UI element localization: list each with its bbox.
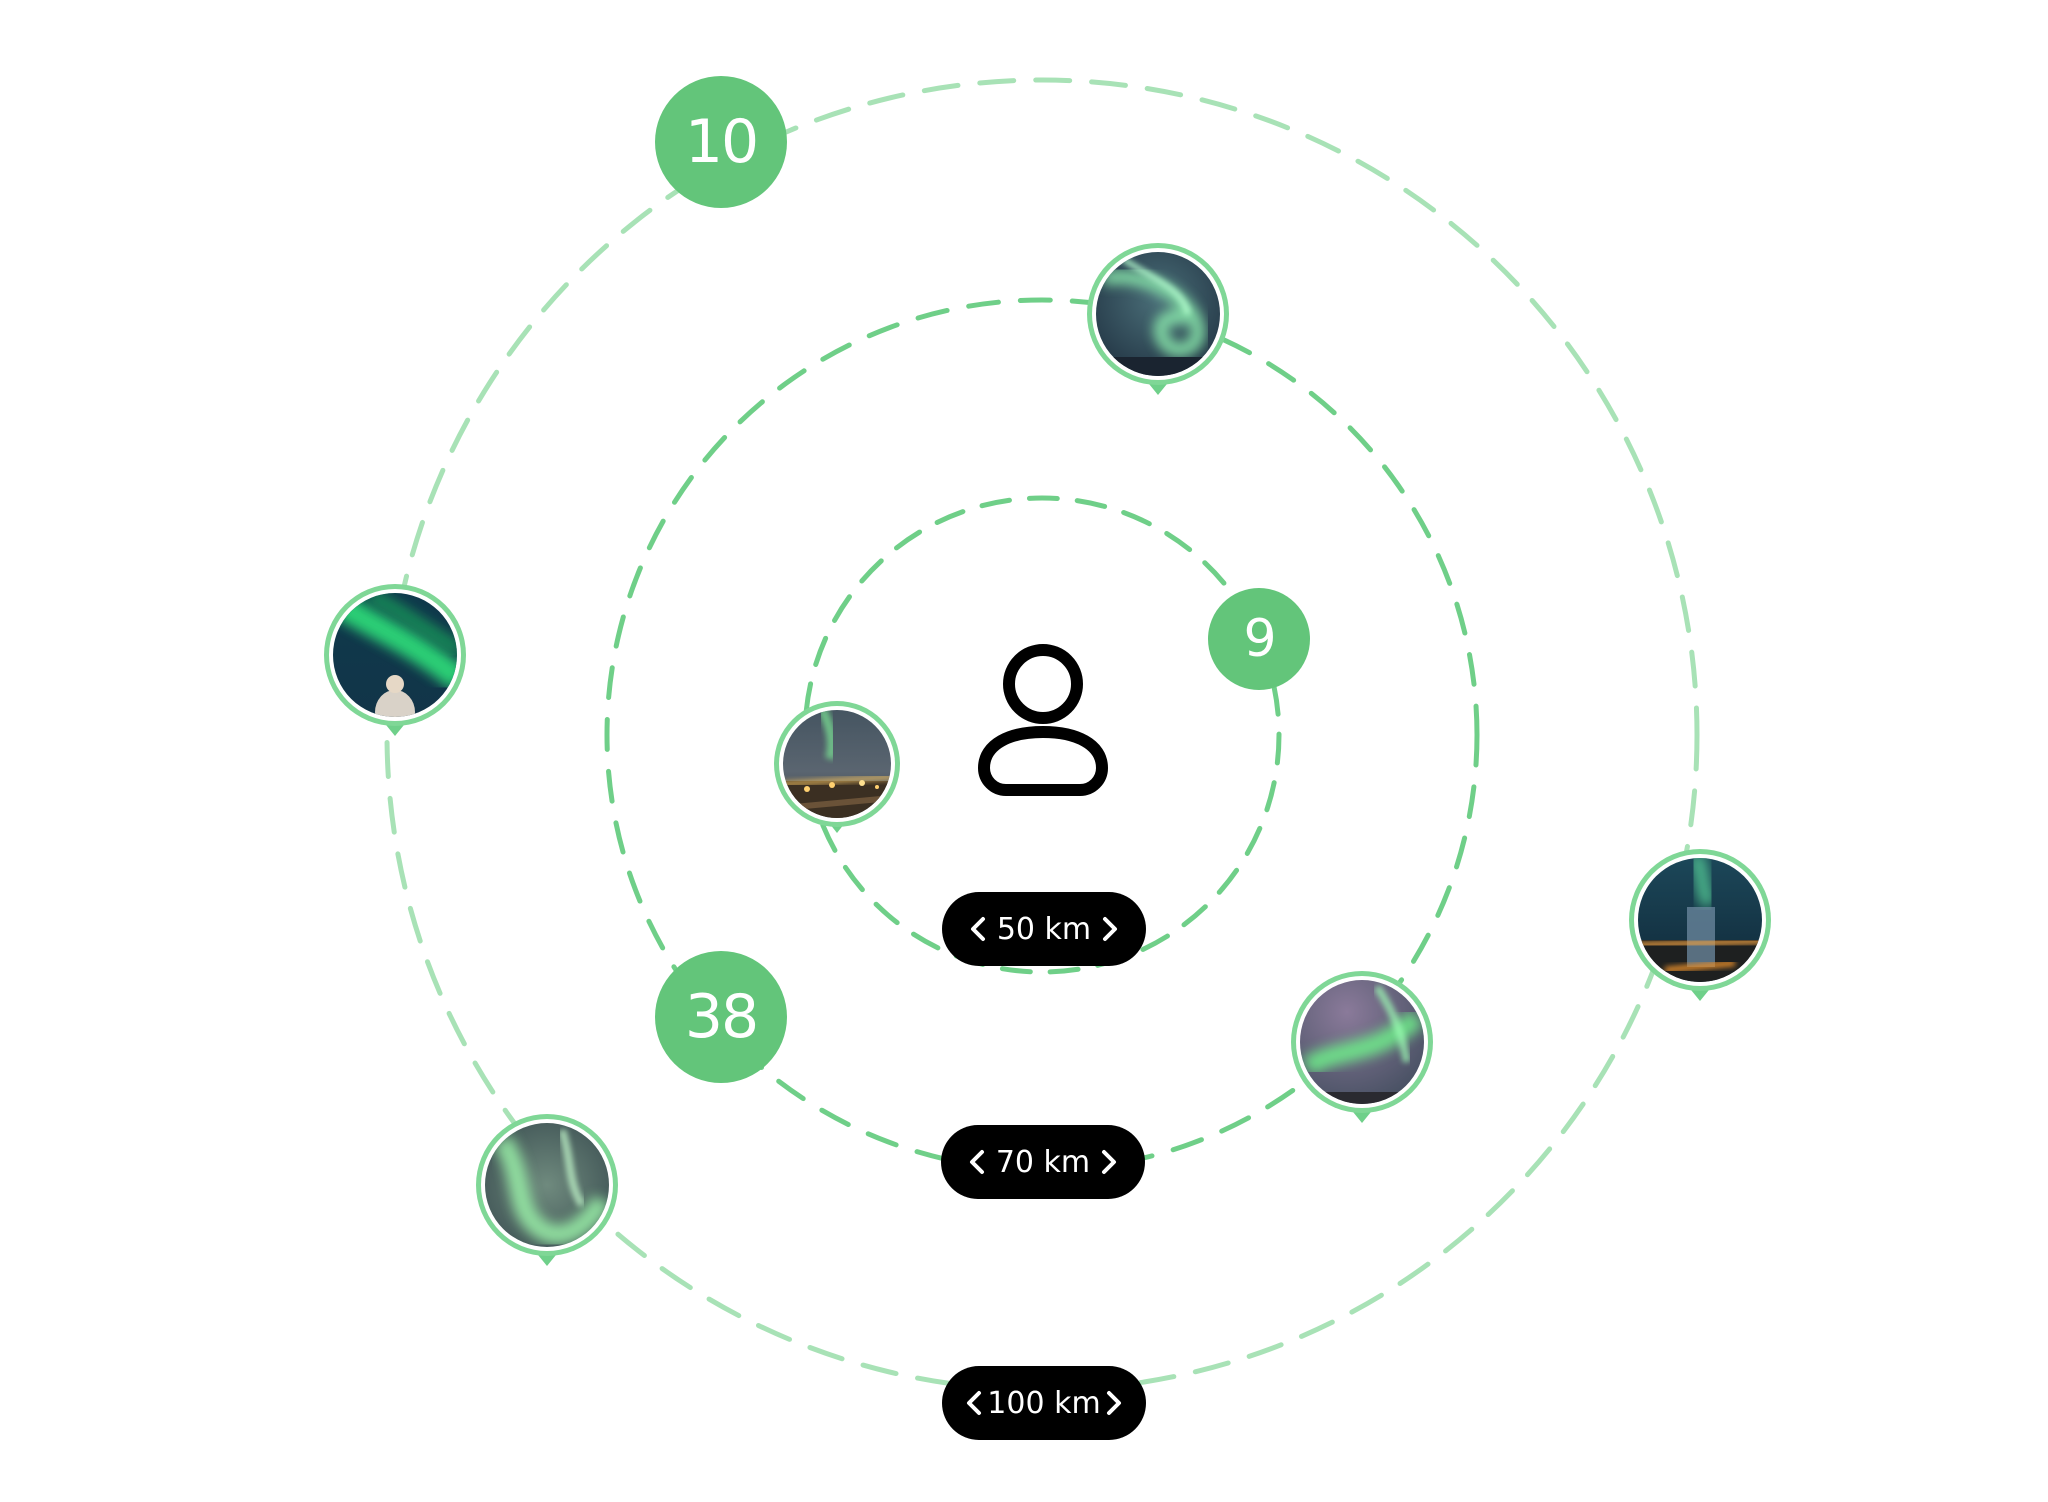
range-selector-70km: 70 km (941, 1125, 1145, 1199)
chevron-right-icon[interactable] (1101, 1373, 1128, 1433)
photo-marker-aurora-over-building[interactable] (1625, 845, 1775, 1015)
cluster-count: 10 (684, 107, 759, 177)
range-selector-50km: 50 km (942, 892, 1146, 966)
range-label: 50 km (996, 911, 1092, 947)
range-label: 70 km (995, 1144, 1091, 1180)
chevron-left-icon[interactable] (959, 1132, 995, 1192)
cluster-marker[interactable]: 10 (655, 76, 787, 208)
cluster-count: 9 (1243, 609, 1276, 669)
photo-marker-aurora-over-town[interactable] (762, 689, 912, 859)
chevron-left-icon[interactable] (960, 899, 996, 959)
aurora-photo (1638, 858, 1762, 982)
cluster-marker[interactable]: 9 (1208, 588, 1310, 690)
photo-marker-aurora-swirl[interactable] (1083, 239, 1233, 409)
user-icon (978, 644, 1108, 796)
chevron-left-icon[interactable] (960, 1373, 987, 1433)
cluster-marker[interactable]: 38 (655, 951, 787, 1083)
range-label: 100 km (987, 1385, 1101, 1421)
aurora-photo (1096, 252, 1220, 376)
photo-marker-aurora-curtain[interactable] (472, 1110, 622, 1280)
photo-marker-aurora-violet[interactable] (1287, 967, 1437, 1137)
chevron-right-icon[interactable] (1091, 1132, 1127, 1192)
chevron-right-icon[interactable] (1092, 899, 1128, 959)
photo-marker-aurora-with-person[interactable] (320, 580, 470, 750)
aurora-photo (333, 593, 457, 717)
cluster-count: 38 (684, 982, 759, 1052)
aurora-photo (1300, 980, 1424, 1104)
range-selector-100km: 100 km (942, 1366, 1146, 1440)
aurora-photo (485, 1123, 609, 1247)
